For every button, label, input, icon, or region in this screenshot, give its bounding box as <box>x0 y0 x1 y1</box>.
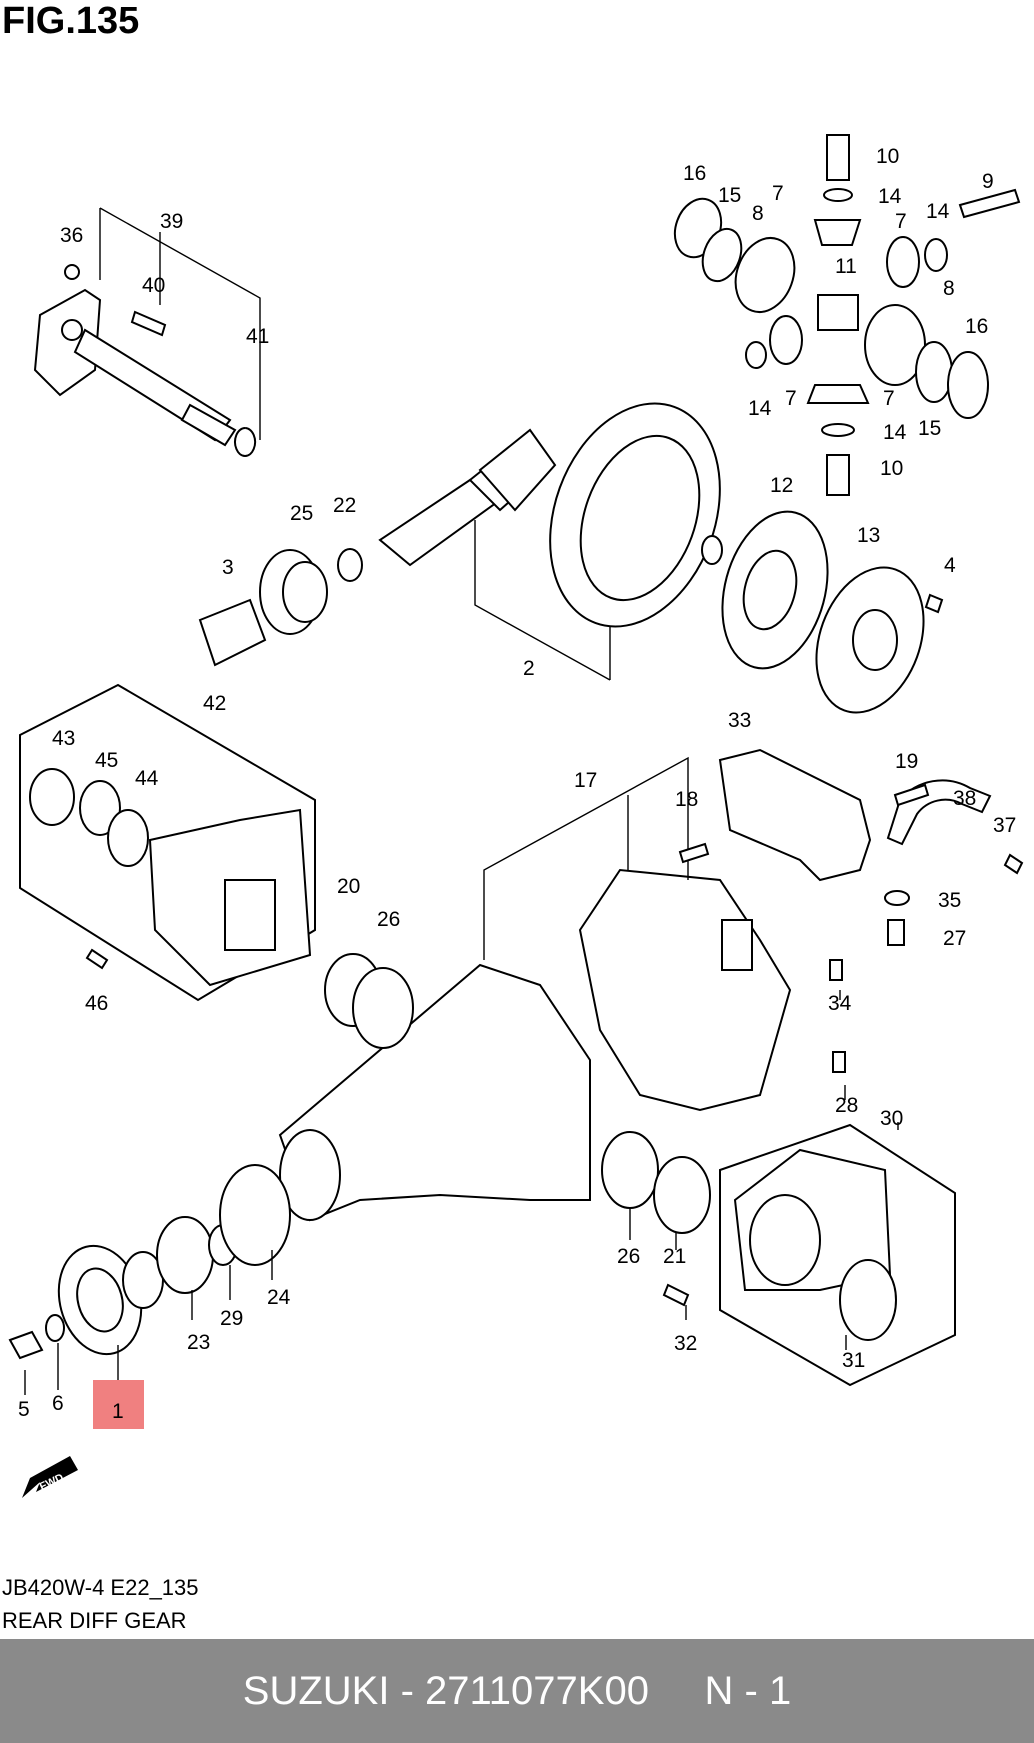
extension-housing-box <box>19 683 316 1002</box>
callout-40: 40 <box>142 274 165 297</box>
diagram-code: JB420W-4 E22_135 <box>2 1575 199 1600</box>
callout-27: 27 <box>943 927 966 950</box>
callout-20: 20 <box>337 875 360 898</box>
callout-46: 46 <box>85 992 108 1015</box>
callout-7b: 7 <box>895 210 907 233</box>
callout-14b: 14 <box>926 200 950 223</box>
callout-5: 5 <box>18 1398 30 1421</box>
front-flange-assembly <box>8 1164 291 1360</box>
callout-26b: 26 <box>617 1245 640 1268</box>
callout-28: 28 <box>835 1094 858 1117</box>
callout-23: 23 <box>187 1331 210 1354</box>
callout-34: 34 <box>828 992 852 1015</box>
callout-labels: 1 2 3 4 5 6 7 7 7 7 8 8 9 10 10 11 12 13… <box>18 145 1016 1423</box>
callout-7d: 7 <box>883 387 895 410</box>
callout-44: 44 <box>135 767 159 790</box>
callout-14a: 14 <box>878 185 902 208</box>
callout-7c: 7 <box>785 387 797 410</box>
part-footer-bar: SUZUKI - 2711077K00 N - 1 <box>0 1639 1034 1743</box>
callout-11: 11 <box>835 255 857 278</box>
callout-37: 37 <box>993 814 1016 837</box>
footer-part-number[interactable]: 2711077K00 <box>425 1668 649 1713</box>
rear-flange-box <box>662 1123 956 1387</box>
callout-30: 30 <box>880 1107 903 1130</box>
differential-case <box>701 510 944 714</box>
callout-9: 9 <box>982 170 994 193</box>
callout-15b: 15 <box>918 417 941 440</box>
callout-39: 39 <box>160 210 183 233</box>
exploded-parts-diagram: 1 2 3 4 5 6 7 7 7 7 8 8 9 10 10 11 12 13… <box>8 134 1024 1429</box>
footer-quantity: N - 1 <box>704 1668 792 1713</box>
figure-title: FIG.135 <box>2 0 140 42</box>
callout-10b: 10 <box>880 457 903 480</box>
diagram-name: REAR DIFF GEAR <box>2 1608 187 1633</box>
callout-4: 4 <box>944 554 956 577</box>
callout-25: 25 <box>290 502 313 525</box>
callout-35: 35 <box>938 889 961 912</box>
callout-15a: 15 <box>718 184 741 207</box>
callout-8a: 8 <box>752 202 764 225</box>
callout-42: 42 <box>203 692 226 715</box>
cover-and-breather <box>678 748 1024 1073</box>
callout-45: 45 <box>95 749 118 772</box>
callout-33: 33 <box>728 709 751 732</box>
callout-17: 17 <box>574 769 597 792</box>
footer-gap <box>649 1669 705 1714</box>
footer-separator: - <box>389 1668 426 1713</box>
callout-14c: 14 <box>748 397 772 420</box>
axle-housing <box>278 756 792 1234</box>
axle-shaft-assembly <box>33 207 261 457</box>
callout-16b: 16 <box>965 315 988 338</box>
callout-10a: 10 <box>876 145 899 168</box>
callout-3: 3 <box>222 556 234 579</box>
callout-29: 29 <box>220 1307 243 1330</box>
footer-brand: SUZUKI <box>242 1668 390 1713</box>
callout-2: 2 <box>523 657 535 680</box>
callout-38: 38 <box>953 787 976 810</box>
callout-16a: 16 <box>683 162 706 185</box>
callout-32: 32 <box>674 1332 697 1355</box>
callout-36: 36 <box>60 224 83 247</box>
callout-6: 6 <box>52 1392 64 1415</box>
ring-gear <box>549 402 721 628</box>
callout-12: 12 <box>770 474 793 497</box>
drive-pinion-assembly <box>198 428 611 681</box>
callout-24: 24 <box>267 1286 291 1309</box>
callout-31: 31 <box>842 1349 865 1372</box>
callout-1: 1 <box>112 1400 124 1423</box>
callout-7a: 7 <box>772 182 784 205</box>
callout-26a: 26 <box>377 908 400 931</box>
callout-19: 19 <box>895 750 918 773</box>
callout-13: 13 <box>857 524 880 547</box>
callout-41: 41 <box>246 325 269 348</box>
callout-8b: 8 <box>943 277 955 300</box>
callout-14d: 14 <box>883 421 907 444</box>
callout-43: 43 <box>52 727 75 750</box>
forward-arrow-icon: FWD <box>20 1452 82 1509</box>
leader-lines <box>24 990 899 1395</box>
highlight-part-1[interactable] <box>93 1380 144 1429</box>
callout-18: 18 <box>675 788 698 811</box>
callout-21: 21 <box>663 1245 686 1268</box>
differential-gears <box>673 134 1021 496</box>
callout-22: 22 <box>333 494 356 517</box>
